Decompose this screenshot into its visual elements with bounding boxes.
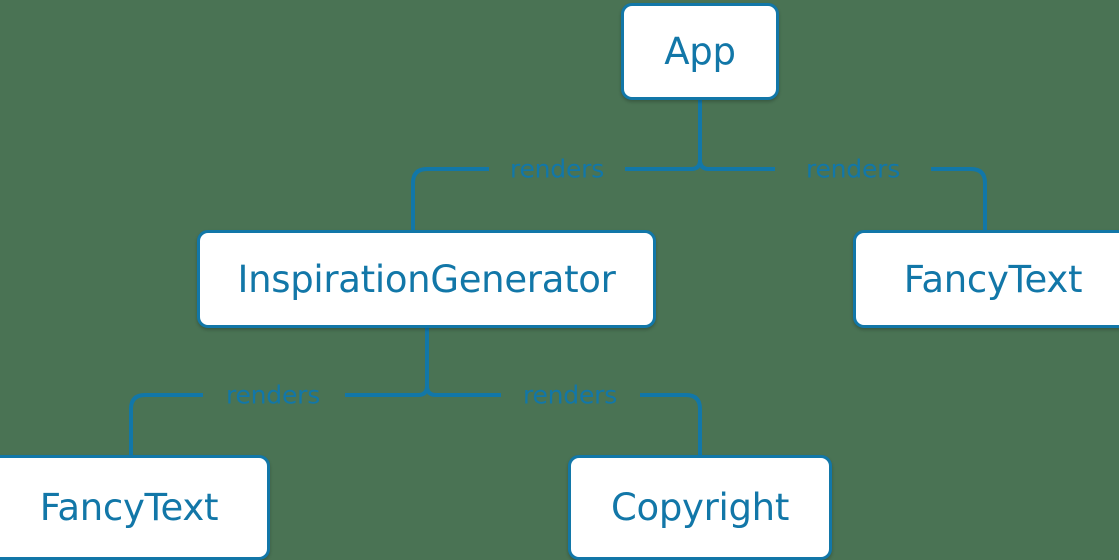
edge-inspgen-to-copyright-tail	[640, 393, 702, 455]
edge-app-to-fancyright-tail	[931, 167, 987, 230]
node-fancy-text-right-label: FancyText	[903, 257, 1083, 301]
node-inspiration-generator[interactable]: InspirationGenerator	[197, 230, 656, 328]
node-fancy-text-right[interactable]: FancyText	[853, 230, 1119, 328]
edge-inspgen-to-fancyleft	[345, 385, 429, 397]
edge-inspgen-to-fancyleft-tail	[129, 393, 203, 455]
node-fancy-text-left-label: FancyText	[39, 486, 219, 529]
edge-label-app-to-fancy-text-right: renders	[805, 154, 901, 184]
edge-inspgen-to-copyright	[425, 385, 501, 397]
edge-app-to-inspgen	[625, 159, 702, 171]
node-fancy-text-left[interactable]: FancyText	[0, 455, 270, 560]
node-app-label: App	[664, 30, 736, 73]
node-copyright-label: Copyright	[610, 486, 790, 529]
node-inspiration-generator-label: InspirationGenerator	[237, 257, 616, 301]
edge-label-inspiration-generator-to-copyright: renders	[522, 380, 618, 410]
node-app[interactable]: App	[621, 3, 779, 100]
edge-app-to-inspgen-tail	[411, 167, 489, 230]
node-copyright[interactable]: Copyright	[568, 455, 832, 560]
edge-label-app-to-inspiration-generator: renders	[509, 154, 605, 184]
edge-label-inspiration-generator-to-fancy-text-left: renders	[225, 380, 321, 410]
edge-app-to-fancyright	[698, 159, 775, 171]
